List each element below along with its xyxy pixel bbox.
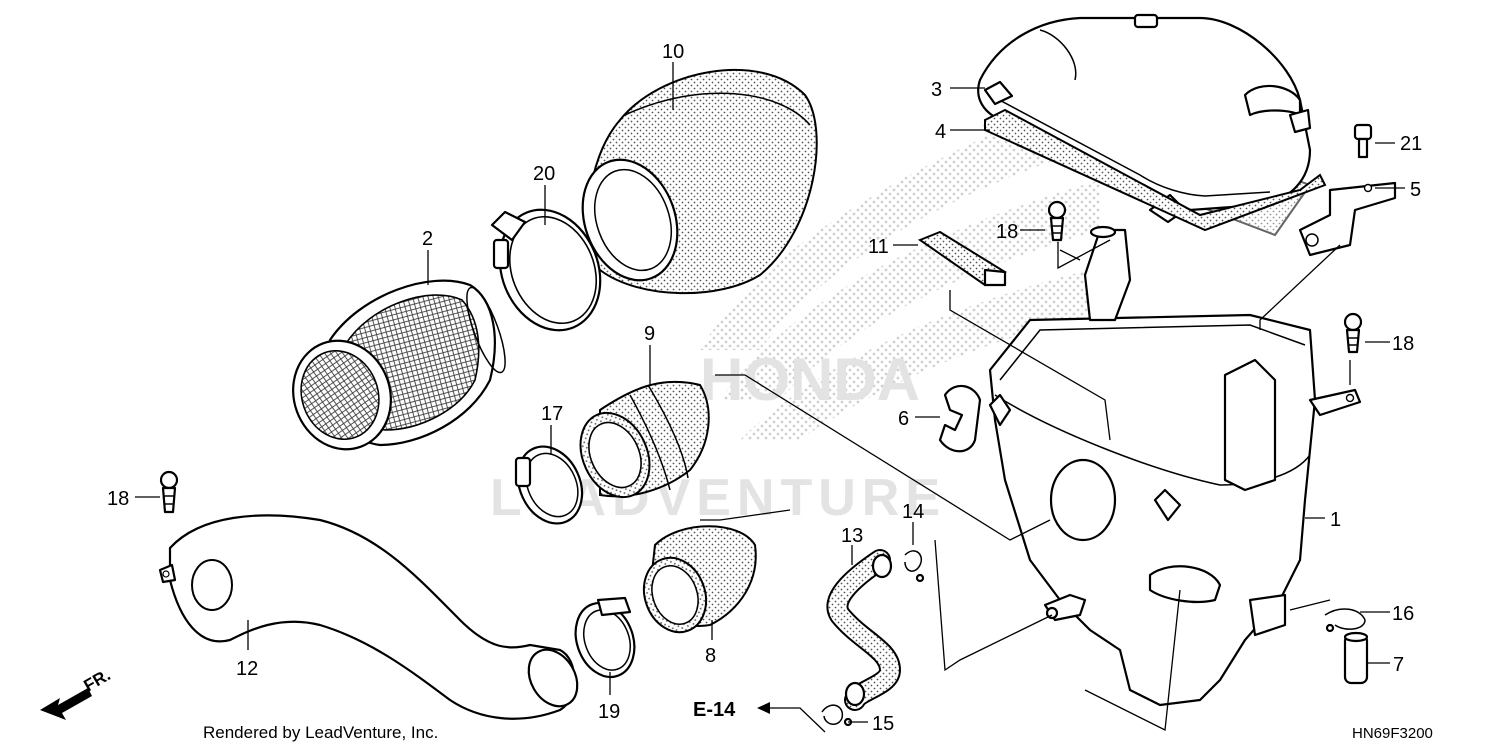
callout-9: 9: [644, 323, 655, 345]
callout-7: 7: [1393, 654, 1404, 676]
callout-10: 10: [662, 41, 684, 63]
inlet-duct: [158, 514, 579, 720]
hose-clip-15: [821, 704, 853, 727]
callout-16: 16: [1392, 603, 1414, 625]
callout-13: 13: [841, 525, 863, 547]
case-cover: [977, 13, 1312, 237]
callout-15: 15: [872, 713, 894, 735]
band-clamp-small: [514, 445, 584, 525]
credit-text: Rendered by LeadVenture, Inc.: [203, 723, 438, 742]
clip-left: [159, 470, 179, 514]
reference-e14: E-14: [693, 699, 736, 721]
callout-labels: 10 20 2 9 17 18 12 19 8 13 14 15 3 4 21 …: [107, 41, 1422, 735]
diagram-code: HN69F3200: [1352, 725, 1433, 742]
callout-12: 12: [236, 658, 258, 680]
honda-watermark-text: HONDA: [700, 346, 920, 413]
case-gasket: [984, 108, 1327, 232]
clip-right: [1343, 312, 1363, 354]
hose-clip-14: [904, 550, 925, 583]
band-clamp-19: [574, 596, 636, 679]
callout-2: 2: [422, 228, 433, 250]
callout-11: 11: [868, 236, 889, 258]
foam-seal: [917, 230, 1007, 287]
connecting-tube: [579, 380, 710, 499]
callout-5: 5: [1410, 179, 1421, 201]
air-cleaner-case: [988, 225, 1362, 707]
callout-18-left: 18: [107, 488, 129, 510]
bolt: [1353, 123, 1373, 159]
drain-plug: [1343, 631, 1369, 685]
callout-18-upper: 18: [996, 221, 1018, 243]
leader-lines: [135, 62, 1405, 733]
callout-8: 8: [705, 645, 716, 667]
callout-14: 14: [902, 501, 924, 523]
hose-clip-16: [1324, 608, 1366, 633]
callout-1: 1: [1330, 509, 1341, 531]
joint-boot: [642, 525, 757, 634]
band-clamp-large: [490, 208, 602, 332]
pre-filter-screen: [292, 279, 506, 451]
hose-clip: [938, 384, 982, 453]
callout-17: 17: [541, 403, 563, 425]
air-filter-element: [581, 68, 818, 295]
callout-6: 6: [898, 408, 909, 430]
reference-arrow-icon: [757, 702, 770, 714]
clip-upper: [1047, 200, 1067, 242]
callout-19: 19: [598, 701, 620, 723]
drain-hose: [826, 549, 902, 711]
callout-18-right: 18: [1392, 333, 1414, 355]
case-bracket: [1298, 181, 1397, 257]
callout-4: 4: [935, 121, 946, 143]
honda-wing-watermark: HONDA: [700, 95, 1110, 440]
callout-21: 21: [1400, 133, 1422, 155]
callout-3: 3: [931, 79, 942, 101]
callout-20: 20: [533, 163, 555, 185]
front-arrow-icon: [40, 688, 92, 720]
